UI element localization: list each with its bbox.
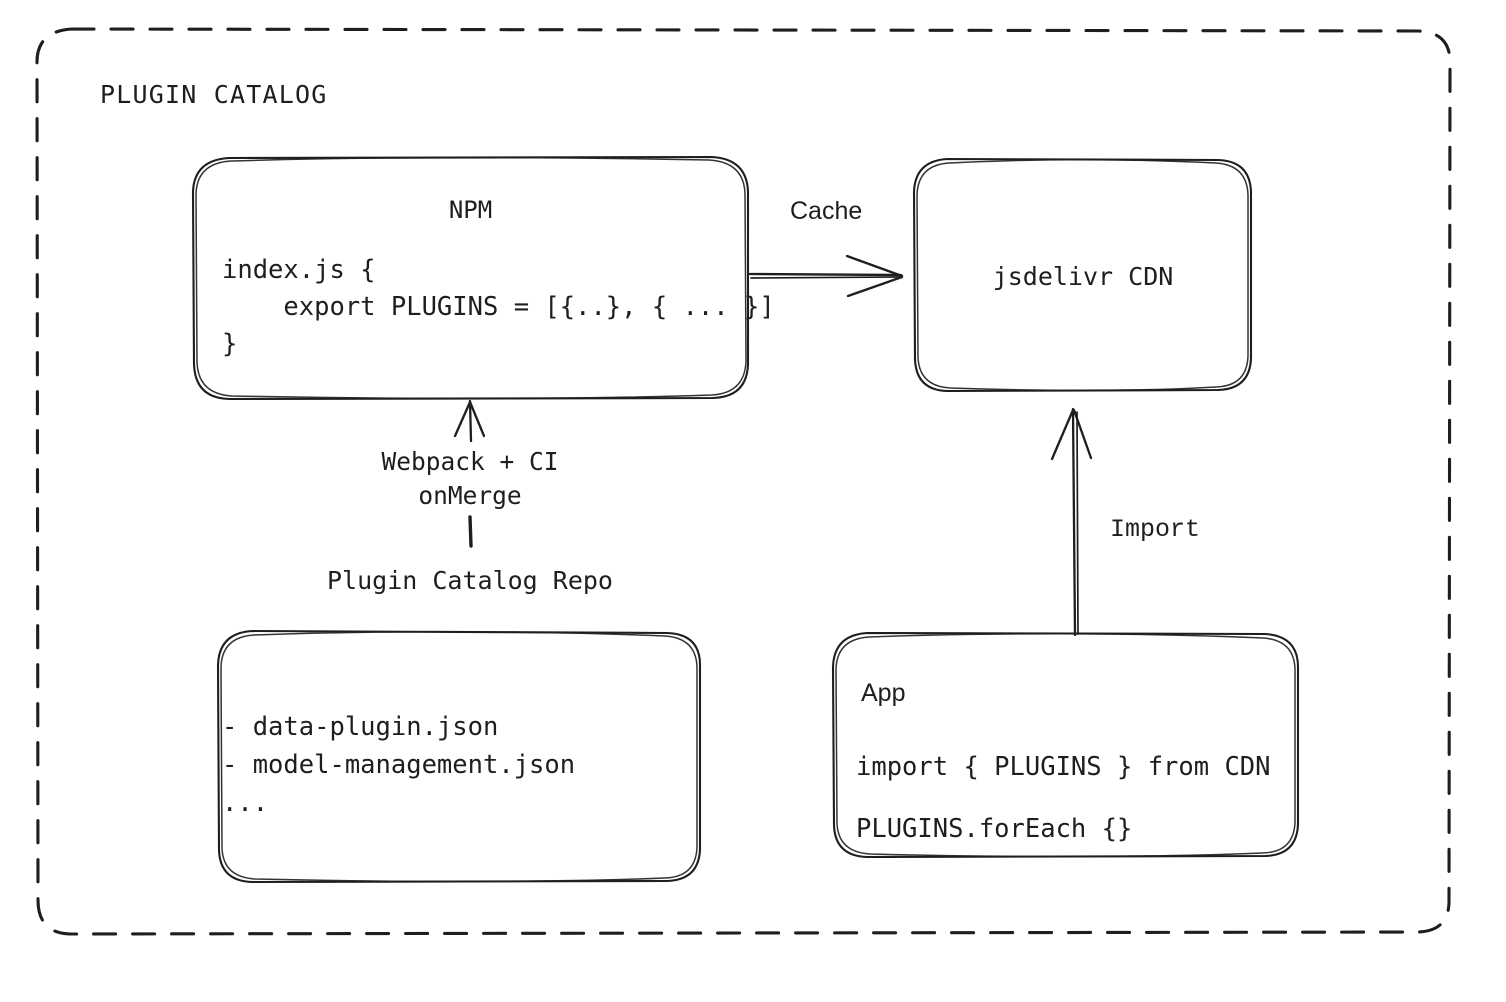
repo-node-shape: [216, 629, 702, 884]
edge-label-import: Import: [1110, 515, 1201, 544]
edge-repo-to-npm: [453, 399, 486, 548]
repo-node-file-list: - data-plugin.json - model-management.js…: [222, 712, 576, 818]
npm-node-shape: [191, 155, 750, 401]
cdn-node-shape: [912, 157, 1253, 393]
edge-app-to-cdn: [1050, 407, 1093, 637]
repo-node-caption: Plugin Catalog Repo: [327, 566, 613, 595]
edge-npm-to-cdn: [748, 254, 904, 298]
cdn-node-title: jsdelivr CDN: [992, 262, 1174, 291]
frame-title: PLUGIN CATALOG: [100, 80, 328, 109]
app-node-code: import { PLUGINS } from CDN PLUGINS.forE…: [856, 752, 1271, 844]
app-node-title: App: [861, 679, 906, 707]
edge-label-webpack-ci: Webpack + CI onMerge: [381, 447, 559, 510]
edge-label-cache: Cache: [790, 197, 863, 225]
plugin-catalog-frame: [35, 27, 1452, 936]
npm-node-title: NPM: [448, 196, 493, 224]
app-node-shape: [831, 631, 1300, 859]
npm-node-code: index.js { export PLUGINS = [{..}, { ...…: [222, 255, 775, 359]
